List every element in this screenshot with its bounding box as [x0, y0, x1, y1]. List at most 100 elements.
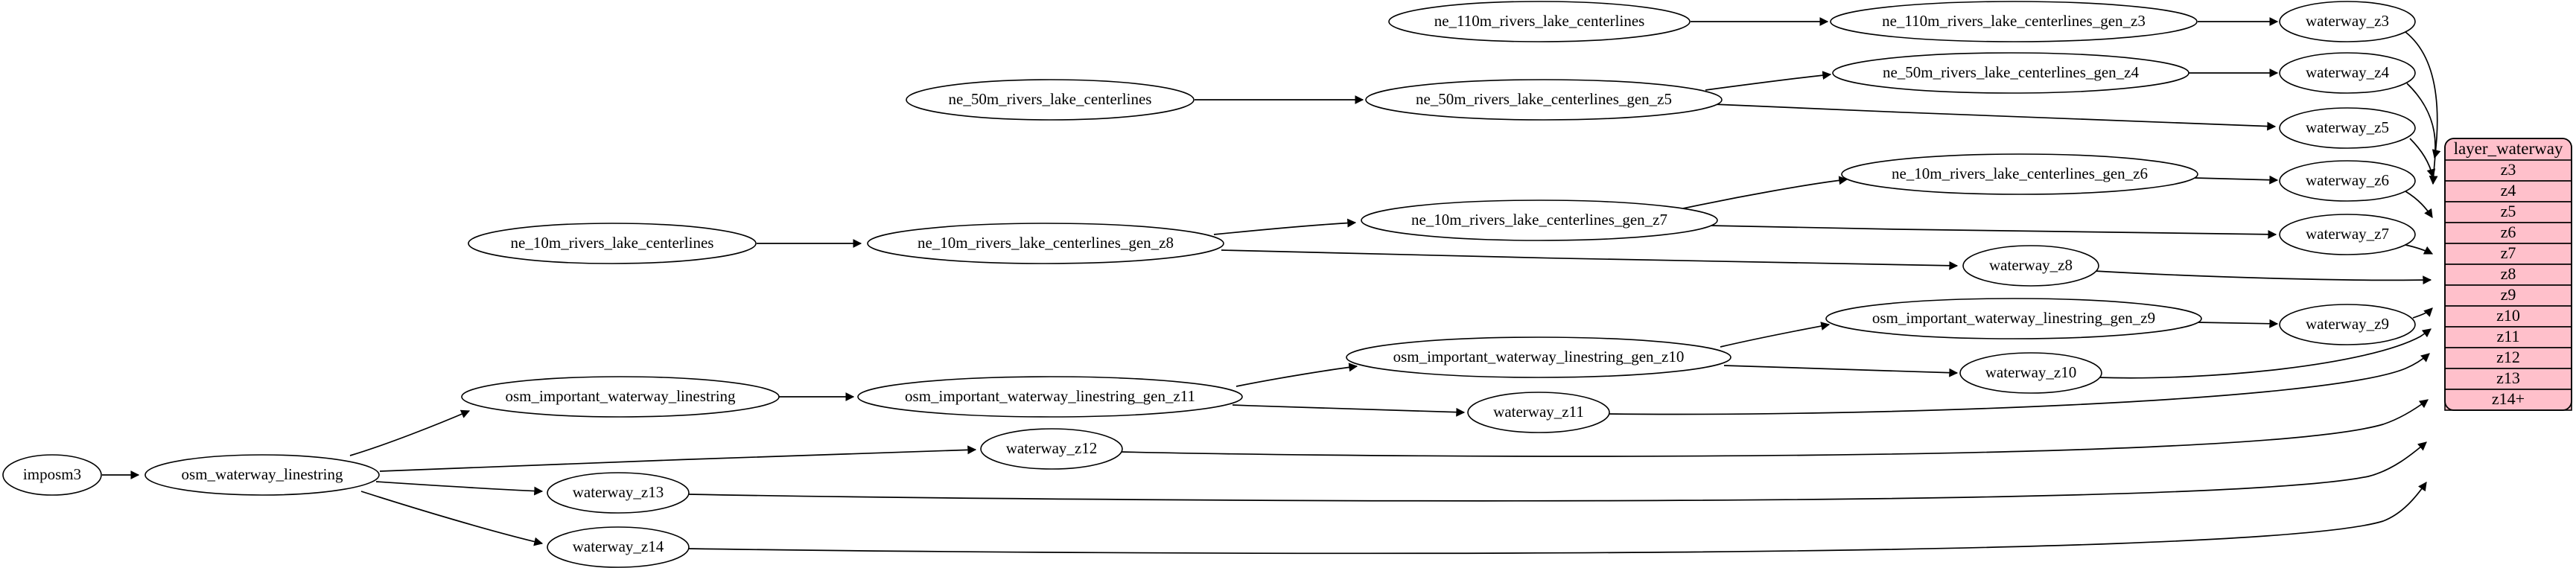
graph-node-imposm3[interactable]: imposm3: [2, 454, 102, 496]
graph-edge: [1221, 249, 1959, 270]
node-ellipse: [1365, 79, 1723, 121]
graph-node-ne_50m_rivers_lake_centerlines[interactable]: ne_50m_rivers_lake_centerlines: [906, 79, 1195, 121]
graph-node-waterway_z4[interactable]: waterway_z4: [2279, 52, 2416, 94]
table-row-z11[interactable]: z11: [2444, 326, 2572, 348]
graph-edge: [1720, 322, 1831, 348]
graph-node-osm_important_waterway_linestring[interactable]: osm_important_waterway_linestring: [461, 376, 780, 418]
graph-edge: [2096, 328, 2432, 379]
node-ellipse: [1832, 52, 2189, 94]
edge-path: [2196, 319, 2279, 328]
node-ellipse: [547, 472, 690, 514]
node-label: waterway_z4: [2306, 63, 2389, 81]
table-row-label: z9: [2501, 285, 2516, 304]
graph-node-ne_50m_rivers_lake_centerlines_gen_z5[interactable]: ne_50m_rivers_lake_centerlines_gen_z5: [1365, 79, 1723, 121]
node-ellipse: [2279, 304, 2416, 345]
table-row-z5[interactable]: z5: [2444, 201, 2572, 223]
edge-path: [688, 441, 2427, 502]
graph-node-waterway_z11[interactable]: waterway_z11: [1467, 392, 1610, 433]
graph-node-waterway_z14[interactable]: waterway_z14: [547, 526, 690, 568]
graph-node-ne_10m_rivers_lake_centerlines_gen_z6[interactable]: ne_10m_rivers_lake_centerlines_gen_z6: [1841, 153, 2198, 195]
node-ellipse: [144, 454, 380, 496]
edge-path: [1712, 103, 2277, 131]
graph-node-waterway_z8[interactable]: waterway_z8: [1962, 245, 2099, 287]
edge-path: [2096, 328, 2432, 379]
node-label: waterway_z6: [2306, 171, 2389, 189]
graph-node-ne_10m_rivers_lake_centerlines[interactable]: ne_10m_rivers_lake_centerlines: [468, 223, 757, 264]
node-label: waterway_z5: [2306, 118, 2389, 136]
nodes-layer: imposm3 osm_waterway_linestring ne_110m_ri…: [2, 1, 2416, 568]
graph-node-ne_110m_rivers_lake_centerlines_gen_z3[interactable]: ne_110m_rivers_lake_centerlines_gen_z3: [1830, 1, 2198, 42]
node-label: ne_110m_rivers_lake_centerlines: [1434, 12, 1645, 30]
node-ellipse: [461, 376, 780, 418]
table-row-z3[interactable]: z3: [2444, 159, 2572, 182]
node-ellipse: [1361, 200, 1718, 241]
edge-path: [1723, 365, 1959, 377]
node-ellipse: [1346, 336, 1731, 378]
node-label: osm_important_waterway_linestring_gen_z1…: [905, 387, 1195, 405]
table-row-z8[interactable]: z8: [2444, 264, 2572, 286]
edge-path: [375, 481, 544, 496]
graph-edge: [1712, 103, 2277, 131]
edge-path: [1705, 71, 1832, 91]
table-row-z14+[interactable]: z14+: [2444, 389, 2572, 411]
graph-edge: [1235, 363, 1358, 387]
edge-path: [1235, 363, 1358, 387]
table-row-label: z6: [2501, 223, 2516, 241]
edge-path: [2412, 307, 2433, 319]
node-label: osm_important_waterway_linestring_gen_z9: [1872, 309, 2155, 327]
node-label: waterway_z13: [573, 483, 664, 501]
node-ellipse: [906, 79, 1195, 121]
node-label: ne_10m_rivers_lake_centerlines_gen_z7: [1411, 211, 1667, 229]
graph-edge: [1213, 218, 1357, 235]
table-row-z10[interactable]: z10: [2444, 305, 2572, 328]
graph-edge: [1705, 71, 1832, 91]
node-ellipse: [1841, 153, 2198, 195]
edge-path: [2093, 270, 2432, 285]
layer_waterway_table[interactable]: layer_waterwayz3z4z5z6z7z8z9z10z11z12z13…: [2444, 138, 2572, 411]
graph-edge: [2406, 83, 2441, 159]
node-ellipse: [1962, 245, 2099, 287]
graph-node-waterway_z3[interactable]: waterway_z3: [2279, 1, 2416, 42]
graph-node-waterway_z9[interactable]: waterway_z9: [2279, 304, 2416, 345]
graph-edge: [1682, 176, 1848, 209]
graph-edge: [1708, 225, 2277, 239]
graph-node-ne_110m_rivers_lake_centerlines[interactable]: ne_110m_rivers_lake_centerlines: [1388, 1, 1691, 42]
table-row-z6[interactable]: z6: [2444, 222, 2572, 244]
edge-path: [1232, 404, 1466, 417]
table-row-z4[interactable]: z4: [2444, 180, 2572, 202]
graph-node-waterway_z7[interactable]: waterway_z7: [2279, 214, 2416, 255]
graph-edge: [349, 409, 471, 456]
edge-path: [1708, 225, 2277, 239]
graph-node-ne_10m_rivers_lake_centerlines_gen_z7[interactable]: ne_10m_rivers_lake_centerlines_gen_z7: [1361, 200, 1718, 241]
graph-edge: [1723, 365, 1959, 377]
graph-node-waterway_z13[interactable]: waterway_z13: [547, 472, 690, 514]
graph-node-waterway_z5[interactable]: waterway_z5: [2279, 107, 2416, 149]
graph-node-waterway_z6[interactable]: waterway_z6: [2279, 160, 2416, 202]
table-row-z9[interactable]: z9: [2444, 284, 2572, 307]
table-outline-top: [2444, 138, 2572, 411]
node-label: waterway_z8: [1989, 256, 2073, 274]
node-ellipse: [2, 454, 102, 496]
graph-node-osm_important_waterway_linestring_gen_z9[interactable]: osm_important_waterway_linestring_gen_z9: [1825, 298, 2202, 339]
graph-node-ne_10m_rivers_lake_centerlines_gen_z8[interactable]: ne_10m_rivers_lake_centerlines_gen_z8: [867, 223, 1224, 264]
graph-edge: [360, 491, 544, 546]
graph-node-waterway_z10[interactable]: waterway_z10: [1959, 352, 2102, 394]
node-label: waterway_z7: [2306, 225, 2389, 243]
table-row-z12[interactable]: z12: [2444, 347, 2572, 369]
node-label: ne_10m_rivers_lake_centerlines_gen_z6: [1892, 165, 2148, 182]
graph-node-osm_important_waterway_linestring_gen_z11[interactable]: osm_important_waterway_linestring_gen_z1…: [857, 376, 1243, 418]
graph-node-waterway_z12[interactable]: waterway_z12: [980, 428, 1123, 470]
table-row-label: z5: [2501, 202, 2516, 220]
edge-path: [1221, 249, 1959, 270]
graph-node-ne_50m_rivers_lake_centerlines_gen_z4[interactable]: ne_50m_rivers_lake_centerlines_gen_z4: [1832, 52, 2189, 94]
graph-node-osm_important_waterway_linestring_gen_z10[interactable]: osm_important_waterway_linestring_gen_z1…: [1346, 336, 1731, 378]
graph-edge: [2093, 270, 2432, 285]
table-row-z7[interactable]: z7: [2444, 243, 2572, 265]
table-row-z13[interactable]: z13: [2444, 368, 2572, 390]
node-label: waterway_z9: [2306, 315, 2389, 333]
edge-path: [349, 409, 471, 456]
graph-edge: [2405, 191, 2433, 218]
graph-node-osm_waterway_linestring[interactable]: osm_waterway_linestring: [144, 454, 380, 496]
